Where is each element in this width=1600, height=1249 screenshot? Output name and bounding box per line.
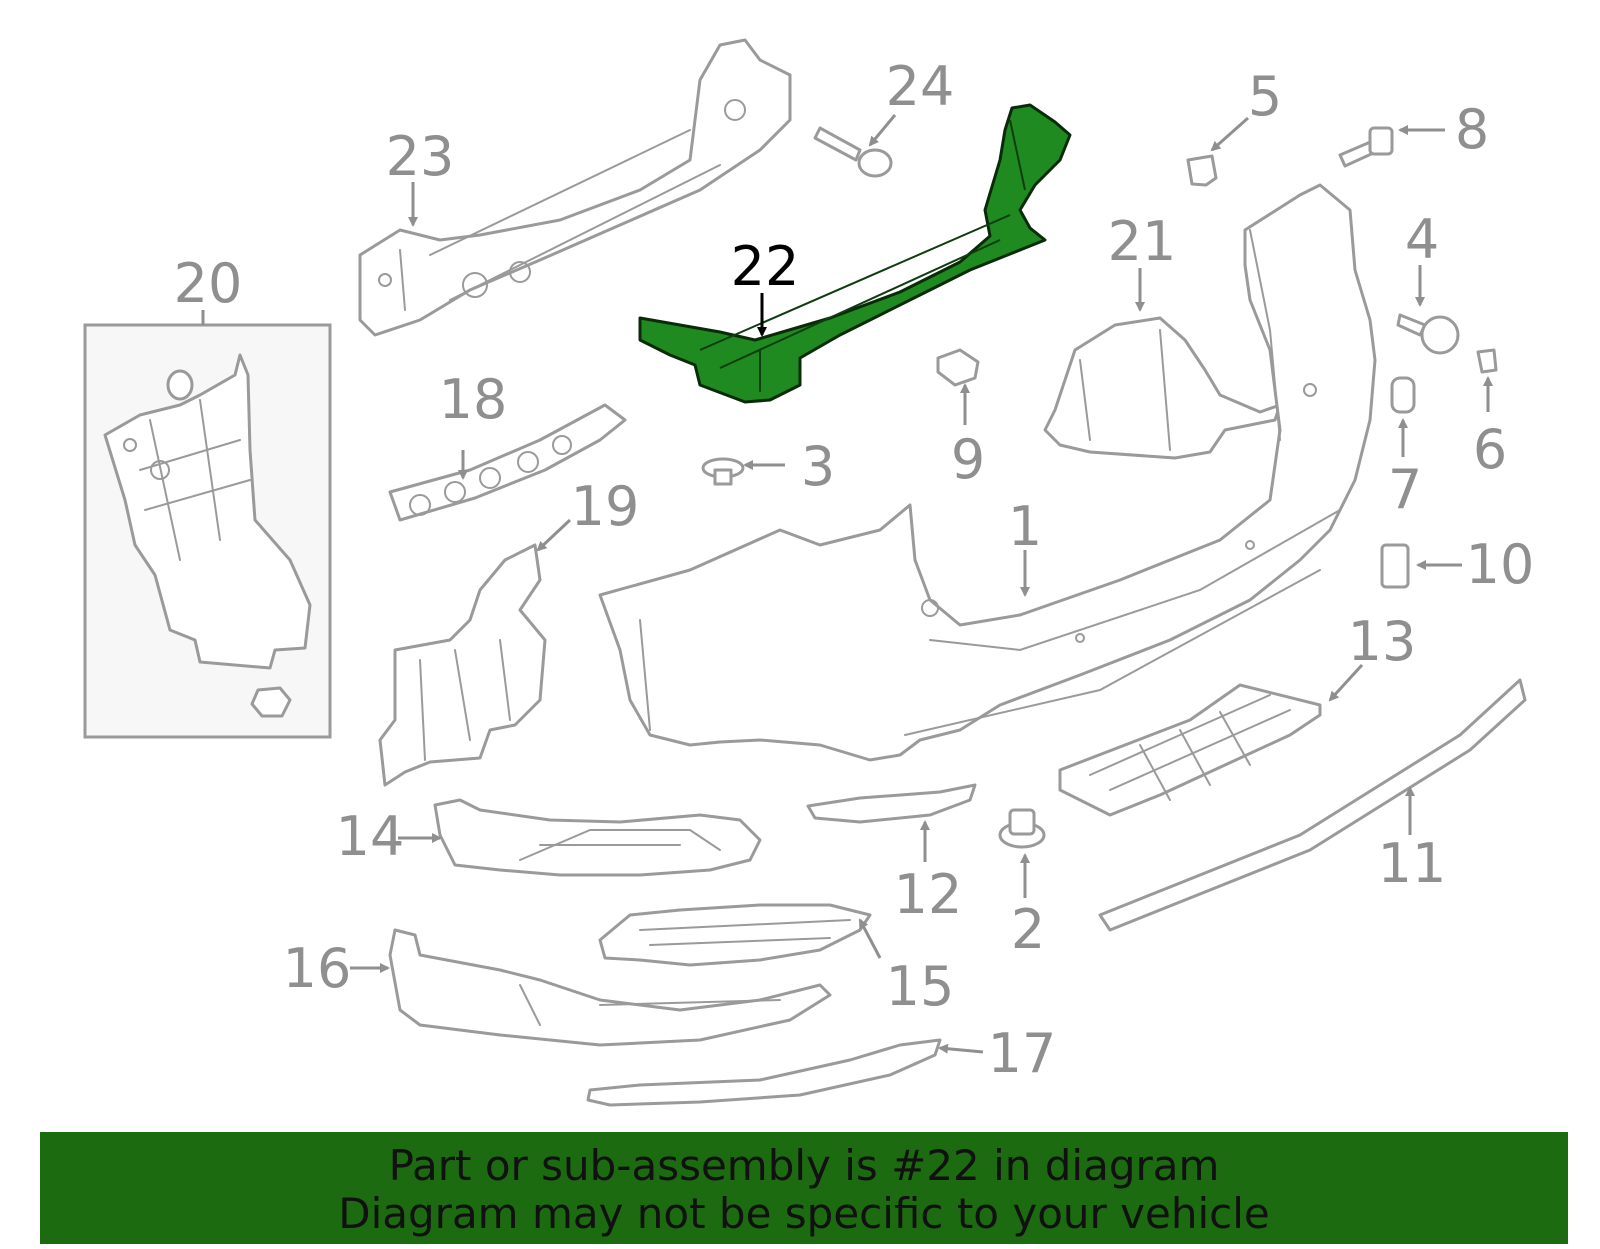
part-24-tow-eye (813, 126, 893, 178)
part-17-lower-strip (586, 1038, 942, 1107)
callout-7: 7 (1388, 458, 1422, 521)
callout-24: 24 (886, 55, 955, 118)
callout-8: 8 (1455, 98, 1489, 161)
callout-21: 21 (1108, 210, 1177, 273)
callout-2: 2 (1011, 898, 1045, 961)
callout-23: 23 (386, 125, 455, 188)
callout-13: 13 (1348, 610, 1417, 673)
info-banner: Part or sub-assembly is #22 in diagram D… (40, 1132, 1568, 1244)
part-3-push-pin (701, 457, 745, 486)
part-13-lower-panel (1058, 683, 1322, 817)
part-15-grille-insert (598, 903, 872, 967)
callout-20: 20 (174, 252, 243, 315)
callout-19: 19 (571, 475, 640, 538)
callout-11: 11 (1378, 832, 1447, 895)
callout-labels: 1 2 3 4 5 6 7 8 9 10 11 12 13 14 15 16 1… (174, 55, 1535, 1085)
callout-12: 12 (894, 863, 963, 926)
leader-lines (201, 114, 1493, 1054)
part-2-push-clip (998, 808, 1046, 849)
part-20-bracket-box (83, 323, 332, 739)
part-11-molding-strip (1098, 678, 1527, 932)
callout-6: 6 (1473, 418, 1507, 481)
part-22-center-bracket-highlighted (638, 103, 1072, 404)
part-21-side-bracket (1043, 316, 1282, 460)
callout-14: 14 (336, 805, 405, 868)
part-6-clip (1476, 348, 1498, 374)
part-18-absorber (388, 403, 627, 522)
part-5-clip (1186, 154, 1218, 187)
part-16-left-lower-garnish (388, 928, 832, 1047)
callout-10: 10 (1466, 533, 1535, 596)
banner-line-2: Diagram may not be specific to your vehi… (338, 1189, 1270, 1238)
callout-5: 5 (1248, 65, 1282, 128)
part-9-clip (936, 348, 980, 387)
part-8-bolt (1338, 126, 1394, 168)
callout-22: 22 (731, 235, 800, 298)
part-1-bumper-cover (598, 183, 1377, 762)
part-7-plug (1390, 376, 1416, 414)
callout-1: 1 (1008, 495, 1042, 558)
callout-4: 4 (1405, 208, 1439, 271)
callout-16: 16 (283, 937, 352, 1000)
part-12-reflector (806, 783, 977, 824)
callout-17: 17 (988, 1022, 1057, 1085)
part-4-bolt (1396, 313, 1460, 355)
part-19-side-bracket (378, 543, 547, 787)
callout-18: 18 (439, 368, 508, 431)
banner-line-1: Part or sub-assembly is #22 in diagram (388, 1141, 1220, 1190)
part-23-reinforcement-beam (358, 38, 792, 337)
part-10-plug (1380, 543, 1410, 589)
exploded-parts-diagram: 1 2 3 4 5 6 7 8 9 10 11 12 13 14 15 16 1… (83, 38, 1535, 1107)
callout-15: 15 (886, 955, 955, 1018)
part-14-left-garnish (433, 798, 762, 877)
callout-3: 3 (801, 435, 835, 498)
callout-9: 9 (951, 428, 985, 491)
